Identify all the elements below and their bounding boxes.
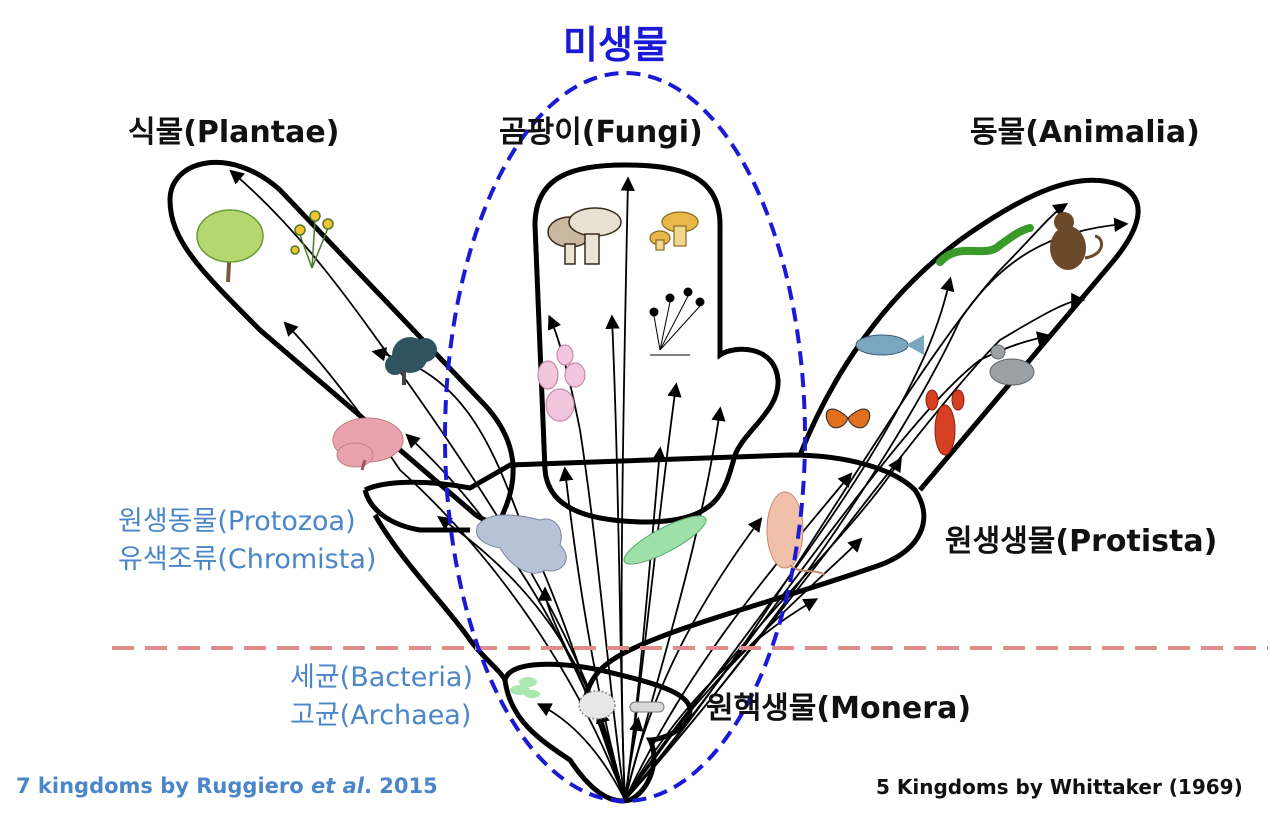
euglena-icon xyxy=(623,515,707,565)
yeast-icon xyxy=(537,344,586,422)
microbe-ellipse xyxy=(443,71,807,803)
yellow-mushroom-icon xyxy=(649,211,699,251)
credit-ruggiero: 7 kingdoms by Ruggiero et al. 2015 xyxy=(16,774,438,798)
credit-ruggiero-prefix: 7 kingdoms by Ruggiero xyxy=(16,774,311,798)
mushroom-icon xyxy=(547,207,622,265)
plantae-outline xyxy=(167,159,516,525)
pigeon-icon xyxy=(989,344,1035,386)
flowers-icon xyxy=(290,210,334,269)
protista-left-edge xyxy=(362,489,508,682)
mold-icon xyxy=(649,287,705,356)
plantae-label: 식물(Plantae) xyxy=(128,115,340,150)
butterfly-icon xyxy=(825,408,871,429)
fungi-outline xyxy=(532,162,781,525)
lobster-icon xyxy=(925,389,965,456)
protozoa-label: 원생동물(Protozoa) xyxy=(118,506,356,537)
fish-icon xyxy=(855,334,924,356)
chromista-label: 유색조류(Chromista) xyxy=(118,544,377,575)
bacteria-cluster-icon xyxy=(510,677,540,698)
protista-label: 원생생물(Protista) xyxy=(945,524,1218,559)
animalia-outline xyxy=(797,177,1141,492)
ciliate-icon xyxy=(766,491,826,576)
archaea-label: 고균(Archaea) xyxy=(290,700,472,731)
archaea-icon xyxy=(578,690,616,720)
credit-whittaker: 5 Kingdoms by Whittaker (1969) xyxy=(876,775,1243,799)
amoeba-icon xyxy=(476,514,567,574)
protista-outline xyxy=(363,452,927,701)
red-alga-icon xyxy=(332,417,404,471)
lizard-icon xyxy=(936,224,1034,266)
monkey-icon xyxy=(1050,212,1104,270)
fungi-label: 곰팡이(Fungi) xyxy=(499,115,703,150)
monera-outline xyxy=(502,661,693,804)
credit-ruggiero-suffix: . 2015 xyxy=(363,774,438,798)
brown-alga-icon xyxy=(385,337,437,385)
bacteria-label: 세균(Bacteria) xyxy=(290,662,474,693)
animalia-label: 동물(Animalia) xyxy=(970,115,1200,150)
credit-ruggiero-italic: et al xyxy=(310,774,364,798)
monera-label: 원핵생물(Monera) xyxy=(706,691,972,726)
tree-icon xyxy=(196,209,264,283)
microbes-label: 미생물 xyxy=(563,23,668,67)
bacillus-icon xyxy=(629,701,665,713)
